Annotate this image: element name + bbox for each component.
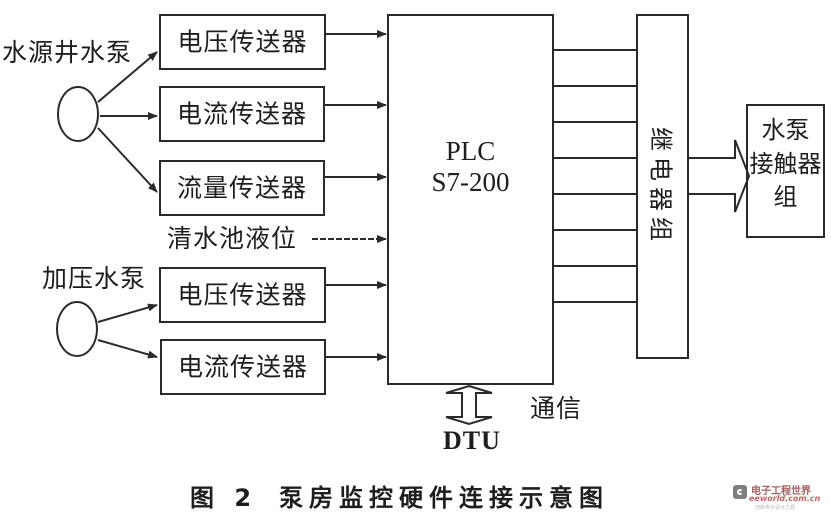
- pump-1-to-voltage-arrow: [97, 51, 158, 103]
- relay-to-contactor-arrow: [689, 139, 751, 213]
- plc-box: PLC S7-200: [387, 14, 554, 385]
- relay-group-label: 继电器组: [646, 126, 674, 247]
- watermark-name: 电子工程世界: [751, 486, 811, 497]
- watermark-slogan: 创新电子设计之源: [755, 505, 796, 511]
- plc-output-lines: [554, 49, 636, 303]
- sensor-label: 电流传送器: [176, 99, 307, 129]
- sensor-label: 流量传送器: [176, 173, 307, 203]
- relay-group-box: 继电器组: [636, 14, 689, 359]
- booster-pump-label: 加压水泵: [42, 264, 147, 293]
- eeworld-logo-icon: [733, 485, 747, 499]
- clear-water-tank-level-label: 清水池液位: [167, 224, 298, 253]
- plc-model-line1: PLC: [445, 136, 496, 166]
- booster-pump-voltage-transmitter: 电压传送器: [159, 267, 326, 323]
- well-pump-flow-transmitter: 流量传送器: [159, 160, 325, 216]
- figure-number: 图 2: [190, 484, 258, 512]
- well-pump-voltage-transmitter: 电压传送器: [159, 14, 326, 70]
- communication-label: 通信: [530, 394, 583, 423]
- well-pump-current-transmitter: 电流传送器: [159, 86, 325, 142]
- booster-pump-current-transmitter: 电流传送器: [160, 339, 326, 395]
- watermark-url: eeworld.com.cn: [749, 494, 821, 503]
- pump-1-to-flow-arrow: [97, 127, 158, 193]
- figure-caption: 图 2 泵房监控硬件连接示意图: [190, 478, 609, 513]
- pump-2-symbol: [56, 301, 98, 357]
- sensor-label: 电压传送器: [177, 280, 308, 310]
- dtu-double-arrow: [445, 384, 493, 426]
- pump-2-to-voltage-arrow: [97, 303, 158, 323]
- sensor-label: 电压传送器: [177, 27, 308, 57]
- eeworld-watermark: 电子工程世界 eeworld.com.cn 创新电子设计之源: [733, 482, 825, 512]
- plc-model-line2: S7-200: [431, 167, 510, 197]
- well-pump-label: 水源井水泵: [2, 38, 133, 67]
- figure-title: 泵房监控硬件连接示意图: [279, 484, 610, 512]
- pump-2-to-current-arrow: [97, 339, 158, 359]
- sensor-label: 电流传送器: [177, 352, 308, 382]
- pump-contactor-group-box: 水泵 接触器组: [746, 104, 825, 238]
- contactor-group-label: 水泵 接触器组: [749, 116, 822, 212]
- dtu-label: DTU: [443, 426, 501, 455]
- pump-1-symbol: [57, 86, 99, 142]
